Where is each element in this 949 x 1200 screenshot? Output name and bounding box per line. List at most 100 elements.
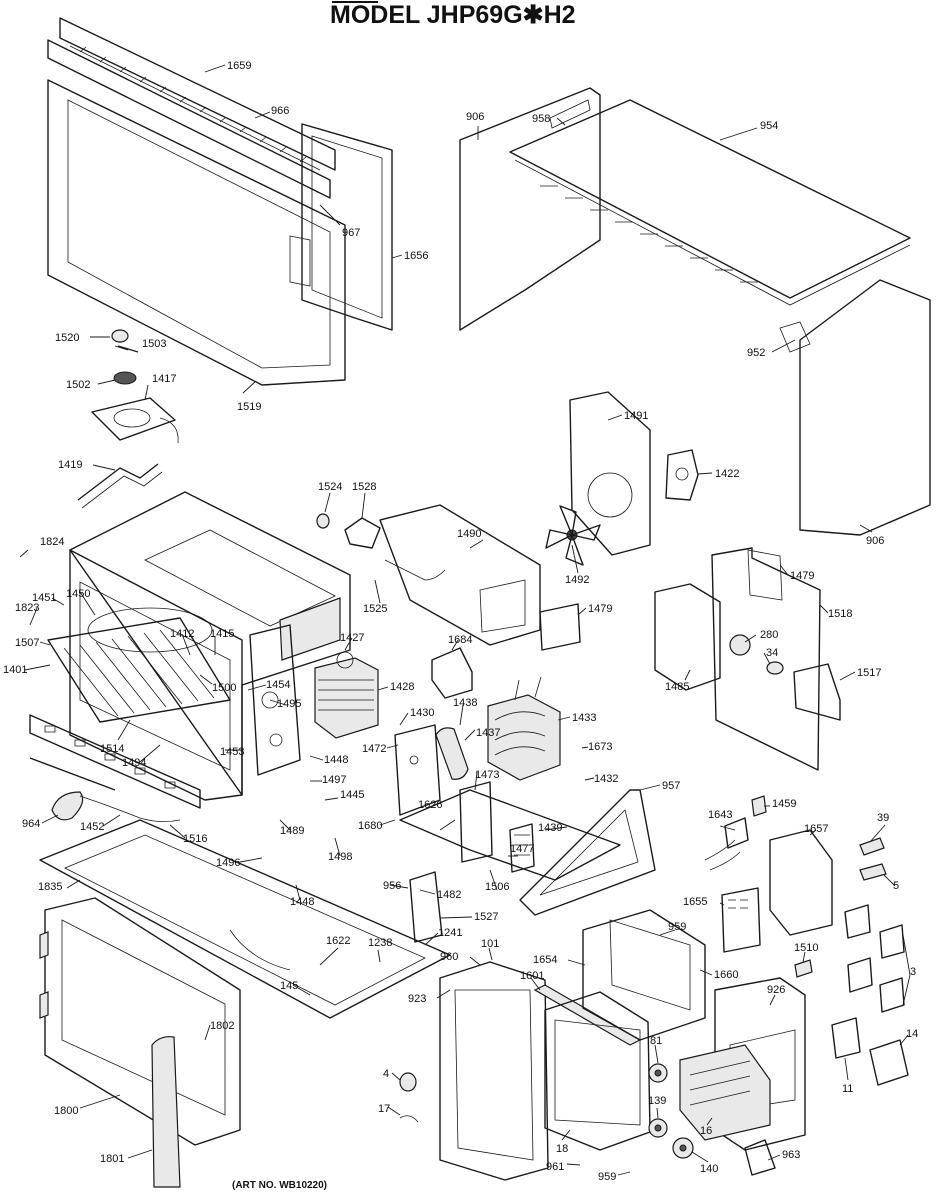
label-1660: 1660 <box>714 969 738 981</box>
label-967: 967 <box>342 227 360 239</box>
stirrer-cover-1684 <box>431 647 473 699</box>
label-961: 961 <box>546 1161 564 1173</box>
label-966: 966 <box>271 105 289 117</box>
label-1412: 1412 <box>170 628 194 640</box>
label-1622: 1622 <box>326 935 350 947</box>
label-280: 280 <box>760 629 778 641</box>
label-1626: 1626 <box>418 799 442 811</box>
label-1643: 1643 <box>708 809 732 821</box>
label-1451: 1451 <box>32 592 56 604</box>
model-title: MODEL JHP69G✱H2 <box>330 1 576 29</box>
label-1473: 1473 <box>475 769 499 781</box>
back-plate-1518 <box>711 547 821 771</box>
magnetron-1428 <box>314 651 379 739</box>
label-954: 954 <box>760 120 778 132</box>
bracket-1490 <box>379 504 541 646</box>
label-1477: 1477 <box>510 843 534 855</box>
small-parts-top-left <box>77 329 179 509</box>
label-1497: 1497 <box>322 774 346 786</box>
small-knobs-4-17 <box>399 1072 419 1123</box>
timer-motor-1422 <box>665 449 699 501</box>
plate-1517 <box>793 663 841 721</box>
label-145: 145 <box>280 980 298 992</box>
terminal-block-1477 <box>509 823 535 873</box>
label-1496: 1496 <box>216 857 240 869</box>
label-1454: 1454 <box>266 679 290 691</box>
label-1684: 1684 <box>448 634 472 646</box>
brace-957 <box>519 789 656 916</box>
label-1527: 1527 <box>474 911 498 923</box>
label-1448-mid: 1448 <box>324 754 348 766</box>
transformer-1433 <box>487 676 561 781</box>
shield-1479 <box>539 603 581 651</box>
label-11: 11 <box>842 1083 853 1095</box>
label-1482: 1482 <box>437 889 461 901</box>
leader-lines <box>19 64 911 1176</box>
label-1519: 1519 <box>237 401 261 413</box>
bracket-1527 <box>409 871 443 943</box>
label-1503: 1503 <box>142 338 166 350</box>
label-1453: 1453 <box>220 746 244 758</box>
label-1417: 1417 <box>152 373 176 385</box>
label-1489: 1489 <box>280 825 304 837</box>
label-1438: 1438 <box>453 697 477 709</box>
label-1520: 1520 <box>55 332 79 344</box>
label-1241: 1241 <box>438 927 462 939</box>
vent-grille-966 <box>47 17 336 199</box>
label-1445: 1445 <box>340 789 364 801</box>
label-1500: 1500 <box>212 682 236 694</box>
outer-door-1800 <box>39 897 241 1146</box>
label-1528: 1528 <box>352 481 376 493</box>
label-5: 5 <box>893 880 899 892</box>
label-926: 926 <box>767 984 785 996</box>
oven-cavity-1401 <box>69 491 351 801</box>
label-1472: 1472 <box>362 743 386 755</box>
label-923: 923 <box>408 993 426 1005</box>
label-1494: 1494 <box>122 757 146 769</box>
label-1800: 1800 <box>54 1105 78 1117</box>
switches-3 <box>844 904 905 1013</box>
outer-case-954 <box>459 87 911 331</box>
label-963: 963 <box>782 1149 800 1161</box>
knobs-81-139-140 <box>648 1063 694 1159</box>
label-1452: 1452 <box>80 821 104 833</box>
door-frame-923 <box>439 961 549 1181</box>
label-1654: 1654 <box>533 954 557 966</box>
label-1439: 1439 <box>538 822 562 834</box>
label-1479-mid: 1479 <box>588 603 612 615</box>
label-1419: 1419 <box>58 459 82 471</box>
label-964: 964 <box>22 818 40 830</box>
label-1498: 1498 <box>328 851 352 863</box>
label-3: 3 <box>910 966 916 978</box>
label-1490: 1490 <box>457 528 481 540</box>
label-1485: 1485 <box>665 681 689 693</box>
door-handle-1801 <box>151 1036 181 1188</box>
label-1517: 1517 <box>857 667 881 679</box>
base-pan-1835 <box>39 819 451 1019</box>
door-frame-1656 <box>289 123 393 331</box>
label-34: 34 <box>766 647 778 659</box>
outer-frame-1519 <box>47 79 346 386</box>
title-underline <box>332 1 378 3</box>
label-1514: 1514 <box>100 743 124 755</box>
label-1518: 1518 <box>828 608 852 620</box>
bracket-1657 <box>769 829 833 936</box>
label-1492: 1492 <box>565 574 589 586</box>
fan-blade-1492 <box>545 505 601 566</box>
probe-964 <box>29 757 181 822</box>
label-957: 957 <box>662 780 680 792</box>
label-101: 101 <box>481 938 499 950</box>
label-1502: 1502 <box>66 379 90 391</box>
control-board-1654 <box>582 909 706 1041</box>
control-strip-1494 <box>29 714 201 809</box>
label-1422: 1422 <box>715 468 739 480</box>
component-panel-1495 <box>249 624 301 776</box>
label-1495: 1495 <box>277 698 301 710</box>
label-1448-bottom: 1448 <box>290 896 314 908</box>
label-1430: 1430 <box>410 707 434 719</box>
label-1823: 1823 <box>15 602 39 614</box>
part-number-labels: 1659 966 967 1656 1520 1503 1502 1417 15… <box>3 60 918 1183</box>
switch-bracket-1473 <box>459 781 493 863</box>
switch-assembly-16 <box>679 1044 771 1141</box>
